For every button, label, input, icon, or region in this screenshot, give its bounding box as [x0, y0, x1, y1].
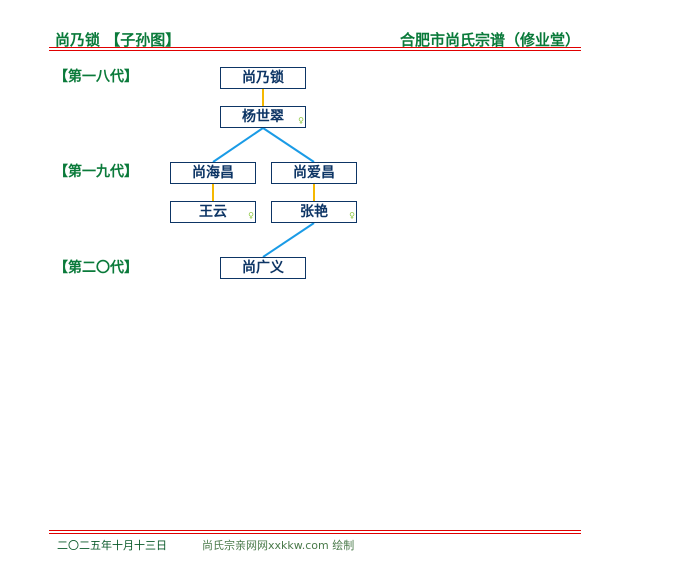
- header-divider: [49, 50, 581, 51]
- child-line: [262, 222, 315, 258]
- female-icon: ♀: [298, 116, 304, 125]
- person-box[interactable]: 张艳 ♀: [271, 201, 357, 223]
- child-line: [262, 127, 315, 163]
- person-box[interactable]: 尚爱昌: [271, 162, 357, 184]
- footer-credit: 尚氏宗亲网网xxkkw.com 绘制: [202, 539, 355, 552]
- person-name: 王云: [199, 204, 227, 220]
- person-box[interactable]: 杨世翠 ♀: [220, 106, 306, 128]
- person-box[interactable]: 尚乃锁: [220, 67, 306, 89]
- person-box[interactable]: 王云 ♀: [170, 201, 256, 223]
- child-line: [212, 127, 264, 163]
- person-box[interactable]: 尚广义: [220, 257, 306, 279]
- person-name: 尚乃锁: [242, 70, 284, 86]
- generation-label: 【第一八代】: [54, 69, 138, 85]
- header-genealogy-name: 合肥市尚氏宗谱（修业堂）: [399, 31, 580, 49]
- footer-divider: [49, 530, 581, 531]
- person-box[interactable]: 尚海昌: [170, 162, 256, 184]
- person-name: 尚爱昌: [293, 165, 335, 181]
- footer-divider: [49, 533, 581, 534]
- female-icon: ♀: [248, 211, 254, 220]
- header-title: 尚乃锁 【子孙图】: [55, 31, 181, 49]
- person-name: 张艳: [300, 204, 328, 220]
- person-name: 杨世翠: [242, 109, 284, 125]
- generation-label: 【第二〇代】: [54, 260, 138, 276]
- generation-label: 【第一九代】: [54, 164, 138, 180]
- female-icon: ♀: [349, 211, 355, 220]
- person-name: 尚广义: [242, 260, 284, 276]
- person-name: 尚海昌: [192, 165, 234, 181]
- header-divider: [49, 47, 581, 48]
- footer-date: 二〇二五年十月十三日: [57, 539, 167, 552]
